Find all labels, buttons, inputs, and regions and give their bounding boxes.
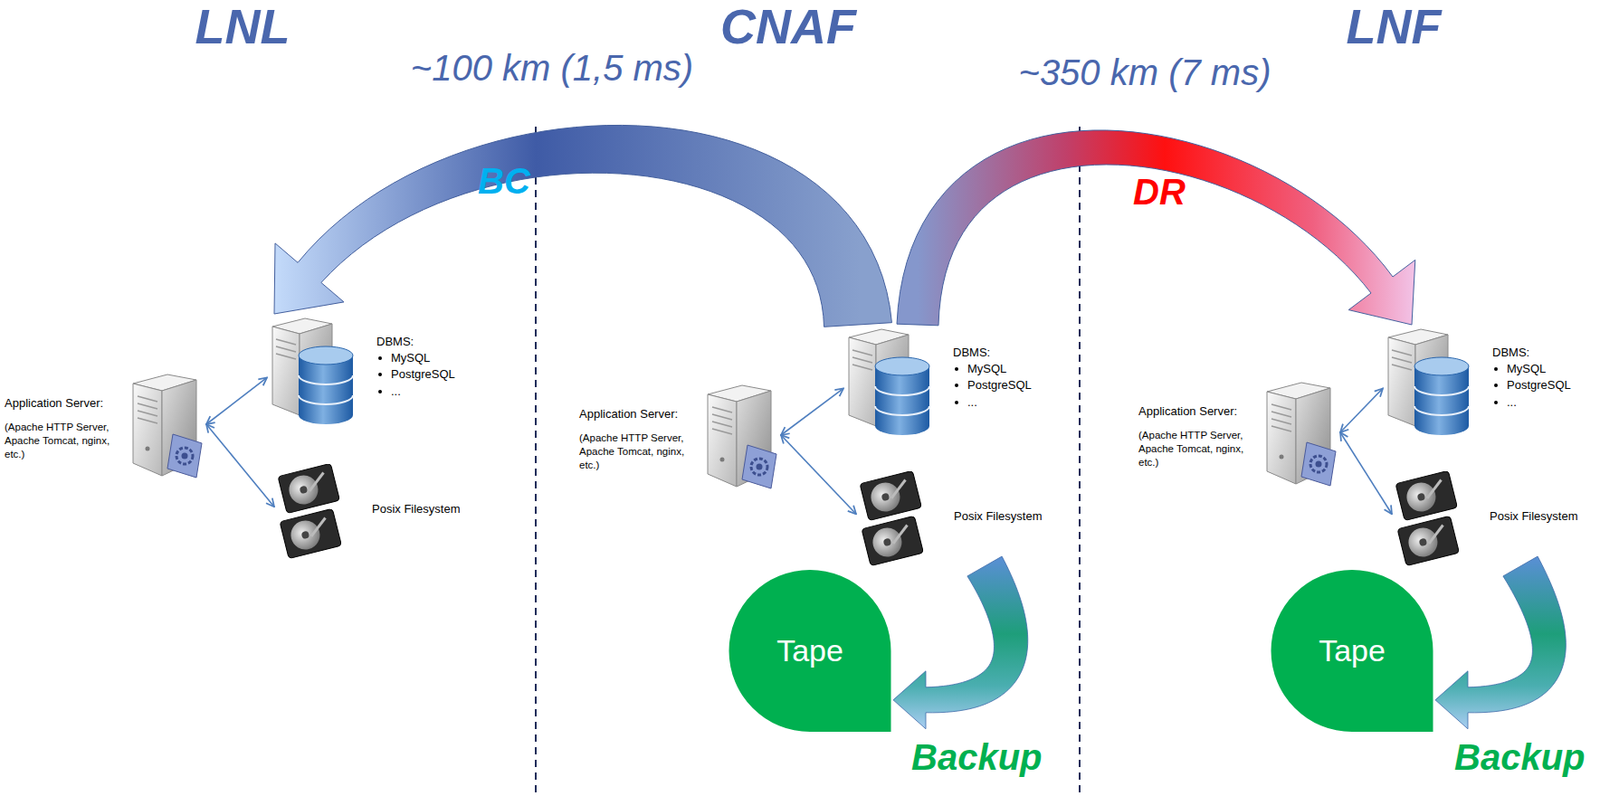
dbms-item: PostgreSQL <box>967 377 1032 394</box>
connection-arrow <box>206 377 267 425</box>
disk-icon <box>1393 471 1463 567</box>
site-title: LNF <box>1346 1 1442 51</box>
bullet-dot <box>954 367 959 372</box>
bullet-dot <box>954 383 959 388</box>
server-software: (Apache HTTP Server, Apache Tomcat, ngin… <box>1138 428 1251 470</box>
application-server: Application Server: (Apache HTTP Server, … <box>579 380 780 491</box>
dbms-label: DBMS: <box>952 344 1032 362</box>
disk-icon <box>857 471 927 567</box>
dbms-item: ... <box>967 394 978 411</box>
backup-arrow <box>1435 556 1566 730</box>
tape-outline <box>1271 570 1434 733</box>
tape-outline <box>729 570 892 733</box>
bullet-dot <box>954 400 959 405</box>
server-software: (Apache HTTP Server, Apache Tomcat, ngin… <box>579 431 692 473</box>
server-label: Application Server: <box>579 407 697 421</box>
tape-library: Tape <box>726 569 894 734</box>
dbms-item: PostgreSQL <box>390 366 456 383</box>
replication-arrow <box>274 124 892 327</box>
edge-label: BC <box>477 162 531 200</box>
site-region: LNL Application Server: (Apache HTTP Serve… <box>0 0 536 796</box>
filesystem-label: Posix Filesystem <box>1489 509 1579 524</box>
database-server: DBMS:MySQLPostgreSQL... <box>845 324 1032 441</box>
dbms-item: ... <box>390 383 401 400</box>
distance-label: ~100 km (1,5 ms) <box>410 49 694 86</box>
edge-label: Backup <box>911 739 1043 776</box>
filesystem-label: Posix Filesystem <box>371 502 461 516</box>
connection-arrow <box>1340 432 1392 515</box>
bullet-dot <box>378 372 382 377</box>
edge-label: DR <box>1133 173 1186 210</box>
server-software: (Apache HTTP Server, Apache Tomcat, ngin… <box>4 420 117 462</box>
dbms-item: MySQL <box>967 361 1007 378</box>
backup-arrow <box>893 556 1029 730</box>
site-divider <box>534 126 537 796</box>
site-title: CNAF <box>720 1 857 51</box>
bullet-dot <box>1494 367 1498 372</box>
server-icon <box>127 369 205 480</box>
dbms-item: MySQL <box>390 350 430 367</box>
site-title: LNL <box>195 1 291 51</box>
server-label: Application Server: <box>4 396 123 410</box>
connection-arrow <box>1340 388 1383 433</box>
database-icon <box>268 314 355 430</box>
disk-icon <box>276 464 345 560</box>
bullet-dot <box>378 356 382 361</box>
dbms-item: PostgreSQL <box>1506 377 1572 394</box>
application-server: Application Server: (Apache HTTP Server, … <box>1138 377 1339 488</box>
filesystem-storage: Posix Filesystem <box>1393 471 1579 567</box>
server-icon <box>1261 377 1339 488</box>
connection-arrow <box>206 424 275 507</box>
connection-arrow <box>780 435 857 515</box>
site-region: LNF Application Server: (Apache HTTP Serve… <box>1079 0 1600 796</box>
database-server: DBMS:MySQLPostgreSQL... <box>1384 324 1572 441</box>
bullet-dot <box>378 390 382 394</box>
tape-label: Tape <box>1318 633 1386 669</box>
tape-library: Tape <box>1268 569 1436 734</box>
filesystem-storage: Posix Filesystem <box>857 471 1043 567</box>
connection-arrow <box>780 388 844 436</box>
edge-label: Backup <box>1454 739 1586 776</box>
dbms-item: ... <box>1506 394 1517 411</box>
bullet-dot <box>1494 400 1498 405</box>
database-server: DBMS:MySQLPostgreSQL... <box>268 314 456 430</box>
tape-label: Tape <box>776 633 844 669</box>
database-icon <box>845 324 932 441</box>
bullet-dot <box>1494 383 1498 388</box>
distance-label: ~350 km (7 ms) <box>1019 54 1272 91</box>
server-label: Application Server: <box>1138 404 1257 419</box>
database-icon <box>1384 324 1471 441</box>
server-icon <box>702 380 780 491</box>
dbms-item: MySQL <box>1506 361 1546 378</box>
filesystem-storage: Posix Filesystem <box>276 464 461 560</box>
site-divider <box>1078 126 1081 796</box>
site-region: CNAF Application Server: (Apache HTTP Serv… <box>535 0 1080 796</box>
dbms-label: DBMS: <box>1492 344 1572 362</box>
application-server: Application Server: (Apache HTTP Server, … <box>4 369 205 480</box>
dbms-label: DBMS: <box>376 333 456 351</box>
filesystem-label: Posix Filesystem <box>953 509 1043 524</box>
replication-arrow <box>896 130 1416 326</box>
